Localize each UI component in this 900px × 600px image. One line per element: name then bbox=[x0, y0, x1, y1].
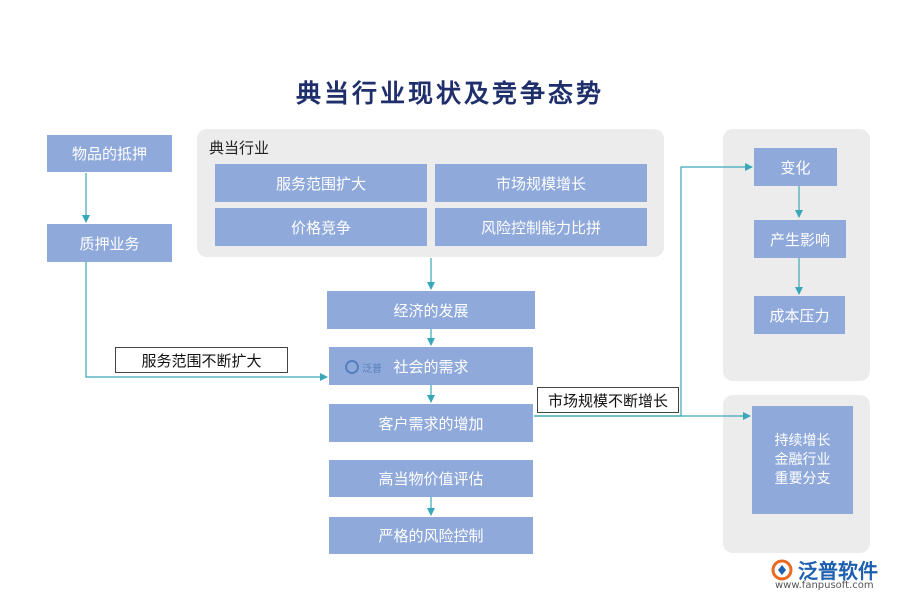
change-box: 变化 bbox=[754, 148, 837, 186]
pawn-goods-box: 物品的抵押 bbox=[47, 135, 172, 172]
watermark-icon bbox=[345, 360, 359, 374]
risk-control-box: 严格的风险控制 bbox=[329, 517, 533, 554]
service-scope-label: 服务范围不断扩大 bbox=[115, 347, 288, 373]
arrow-demand-to-change bbox=[534, 163, 753, 417]
impact-box: 产生影响 bbox=[754, 220, 846, 258]
social-demand-box: 社会的需求 bbox=[329, 347, 533, 385]
industry-panel-title: 典当行业 bbox=[209, 139, 270, 157]
page-title: 典当行业现状及竞争态势 bbox=[295, 79, 604, 108]
sustained-growth-text: 持续增长 金融行业 重要分支 bbox=[774, 432, 831, 487]
customer-demand-box: 客户需求的增加 bbox=[329, 404, 533, 442]
industry-item-market-growth: 市场规模增长 bbox=[435, 164, 647, 202]
brand-name: 泛普软件 bbox=[798, 559, 878, 583]
fanpu-logo-icon bbox=[771, 559, 793, 580]
brand-logo: 泛普软件 bbox=[770, 555, 878, 584]
watermark-logo: 泛普 bbox=[344, 359, 382, 375]
watermark-text: 泛普 bbox=[362, 363, 382, 375]
valuation-box: 高当物价值评估 bbox=[329, 460, 533, 497]
industry-item-risk-control: 风险控制能力比拼 bbox=[435, 208, 647, 246]
market-growth-label: 市场规模不断增长 bbox=[537, 387, 679, 413]
sustained-growth-box: 持续增长 金融行业 重要分支 bbox=[752, 406, 853, 514]
industry-item-price-competition: 价格竞争 bbox=[215, 208, 427, 246]
industry-item-service-scope: 服务范围扩大 bbox=[215, 164, 427, 202]
arrow-pledge-to-society bbox=[85, 262, 328, 381]
brand-url: www.fanpusoft.com bbox=[775, 580, 874, 591]
economic-development-box: 经济的发展 bbox=[327, 291, 535, 329]
pledge-business-box: 质押业务 bbox=[47, 224, 172, 262]
cost-pressure-box: 成本压力 bbox=[754, 296, 845, 334]
